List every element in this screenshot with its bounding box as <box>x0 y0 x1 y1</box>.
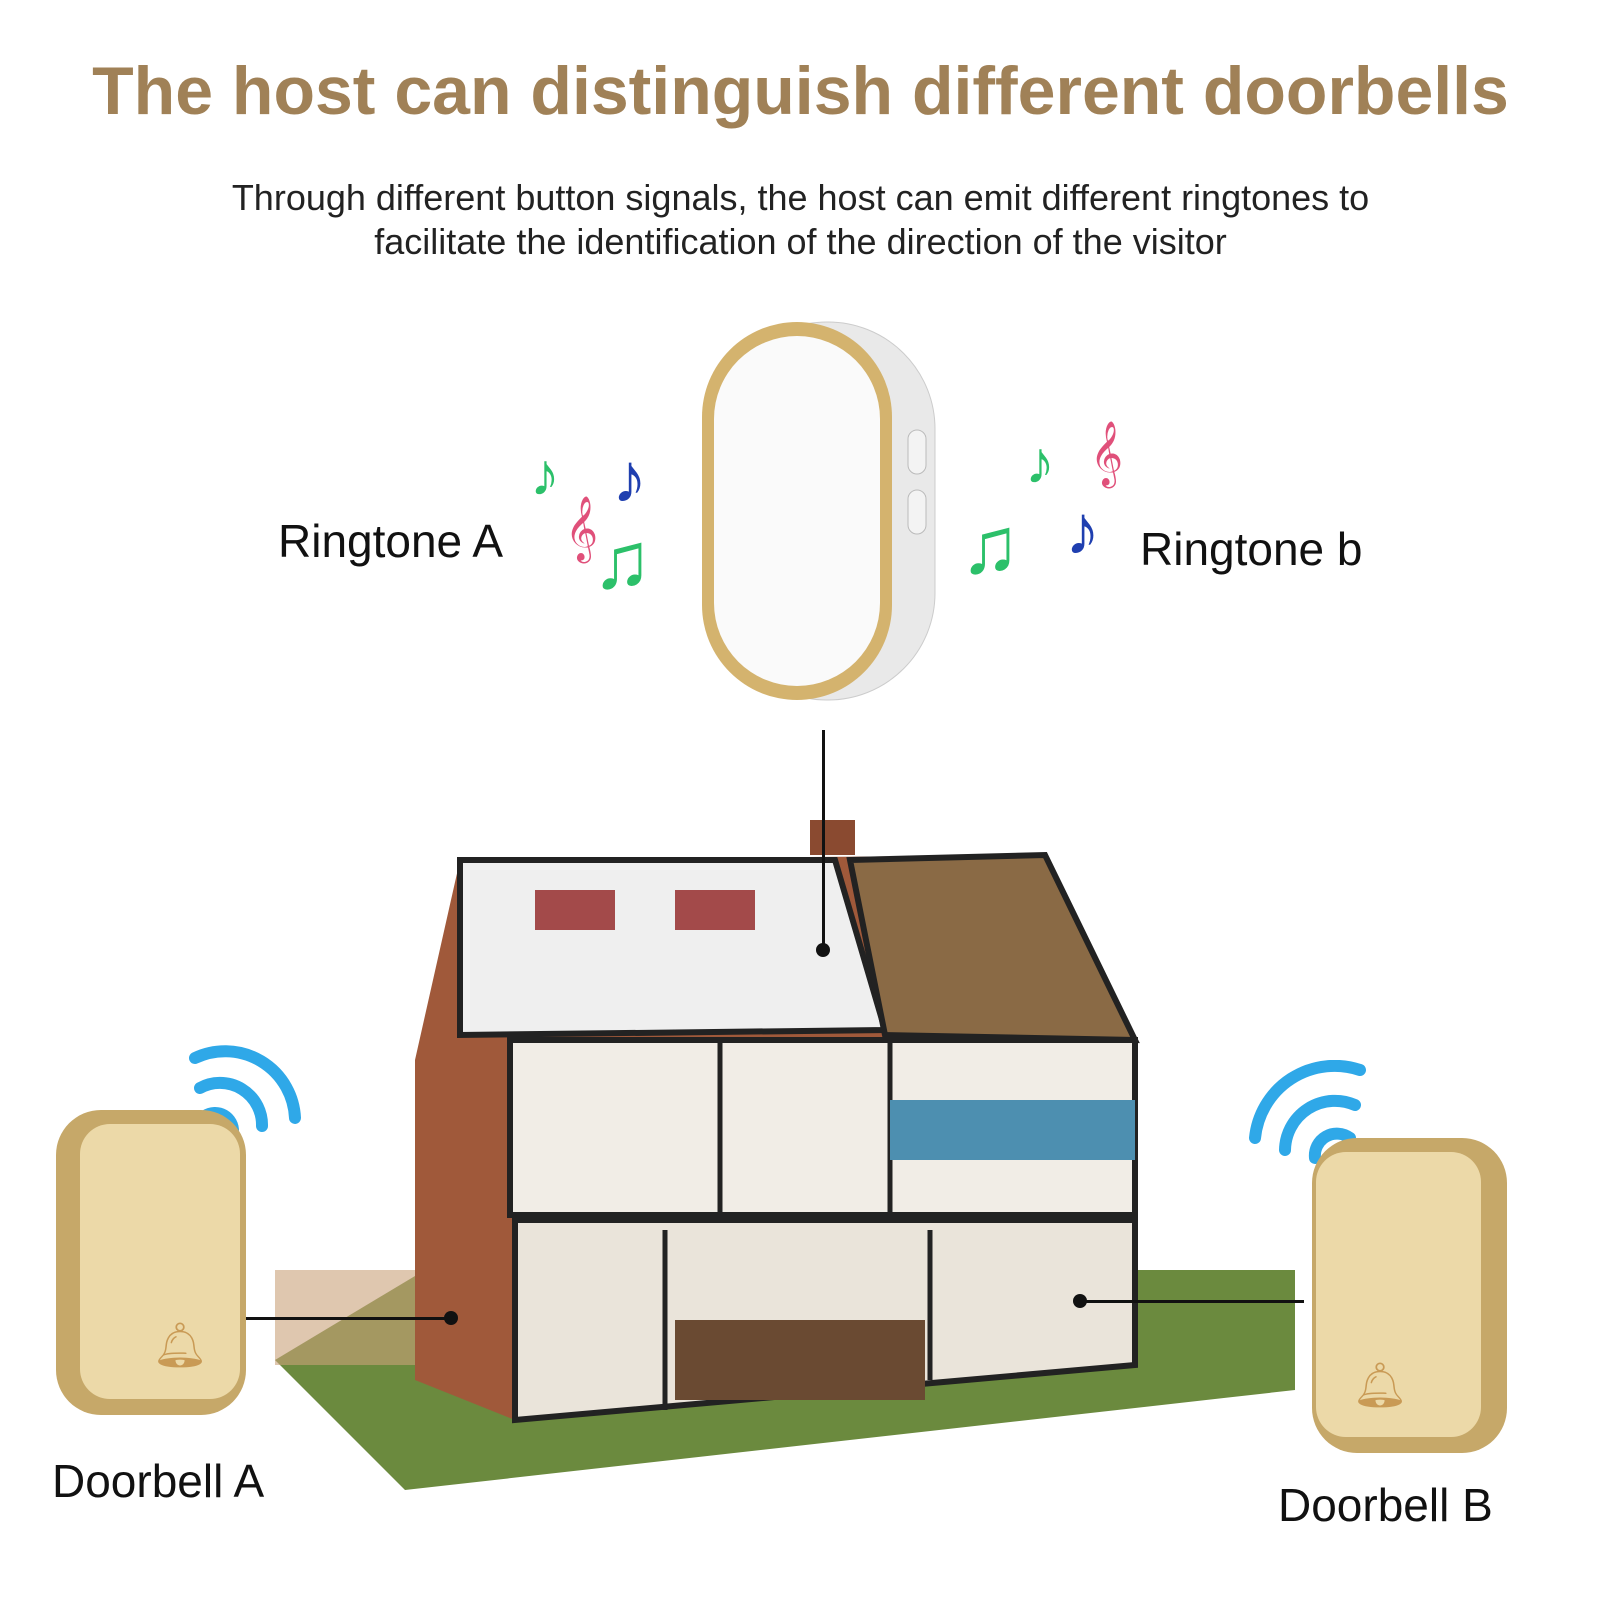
house-cutaway-illustration <box>275 820 1295 1490</box>
doorbell-a-connector-line <box>228 1317 450 1320</box>
ringtone-b-label: Ringtone b <box>1140 523 1363 575</box>
music-note-icon: ♪ <box>530 441 560 508</box>
music-note-icon: ♪ <box>1025 429 1055 496</box>
doorbell-b-device: 🔔︎ <box>1249 1060 1507 1453</box>
bell-icon: 🔔︎ <box>152 1321 208 1370</box>
bell-icon: 🔔︎ <box>1352 1361 1408 1410</box>
treble-clef-icon: 𝄞 <box>1090 421 1124 484</box>
music-note-icon: ♪ <box>1065 491 1100 569</box>
doorbell-a-device: 🔔︎ <box>56 1045 301 1415</box>
doorbell-b-label: Doorbell B <box>1278 1479 1493 1531</box>
ringtone-a-label: Ringtone A <box>278 515 504 567</box>
subtitle-line-2: facilitate the identification of the dir… <box>374 221 1227 262</box>
subtitle: Through different button signals, the ho… <box>0 176 1601 264</box>
host-receiver <box>702 321 936 701</box>
subtitle-line-1: Through different button signals, the ho… <box>231 177 1370 218</box>
music-note-icon: ♪ <box>612 439 647 517</box>
music-notes-icon: ♫ <box>960 501 1020 590</box>
page-title: The host can distinguish different doorb… <box>92 53 1509 129</box>
doorbell-a-label: Doorbell A <box>52 1455 265 1507</box>
music-notes-icon: ♫ <box>592 516 652 605</box>
treble-clef-icon: 𝄞 <box>565 496 599 559</box>
doorbell-b-connector-line <box>1082 1300 1304 1303</box>
host-connector-line <box>822 730 825 950</box>
